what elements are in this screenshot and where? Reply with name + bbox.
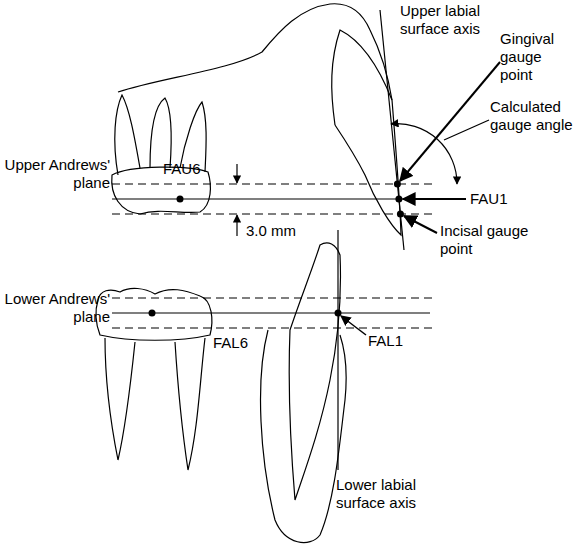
fal1-point bbox=[335, 310, 342, 317]
upper-dashed-line bbox=[112, 183, 435, 184]
part-label: Upper Andrews' plane bbox=[2, 156, 110, 192]
dimension-arrow bbox=[236, 215, 237, 236]
incisal-point bbox=[397, 211, 404, 218]
lower-molar-roots bbox=[105, 338, 205, 470]
upper-andrews-plane bbox=[112, 198, 430, 199]
leader-arrow bbox=[403, 198, 466, 200]
leader-arrow bbox=[404, 216, 437, 233]
part-label: FAU6 bbox=[163, 160, 223, 178]
part-label: FAL1 bbox=[368, 332, 428, 350]
lower-labial-axis bbox=[337, 230, 338, 470]
fal6-point bbox=[149, 310, 156, 317]
leader-arrow bbox=[400, 62, 500, 181]
part-label: Lower labial surface axis bbox=[336, 476, 448, 512]
part-label: 3.0 mm bbox=[246, 222, 316, 240]
part-label: Upper labial surface axis bbox=[400, 2, 512, 38]
lower-andrews-plane bbox=[112, 312, 430, 313]
leader-line bbox=[444, 120, 489, 140]
fau6-point bbox=[177, 196, 184, 203]
lower-dashed-line bbox=[112, 327, 435, 328]
fau1-point bbox=[395, 196, 402, 203]
upper-labial-axis bbox=[380, 10, 404, 250]
maxilla-outline bbox=[118, 4, 392, 100]
part-label: Lower Andrews' plane bbox=[2, 290, 110, 326]
part-label: Calculated gauge angle bbox=[490, 98, 576, 134]
part-label: FAL6 bbox=[213, 334, 273, 352]
lower-molar bbox=[96, 288, 212, 340]
part-label: Gingival gauge point bbox=[500, 30, 576, 84]
gingival-point bbox=[394, 181, 401, 188]
leader-arrow bbox=[341, 316, 366, 335]
lower-incisor bbox=[289, 243, 340, 500]
mandible-outline bbox=[261, 330, 347, 543]
part-label: Incisal gauge point bbox=[440, 222, 540, 258]
lower-dashed-line bbox=[112, 297, 435, 298]
part-label: FAU1 bbox=[470, 190, 530, 208]
upper-dashed-line bbox=[112, 213, 435, 214]
dimension-arrow bbox=[236, 164, 237, 183]
